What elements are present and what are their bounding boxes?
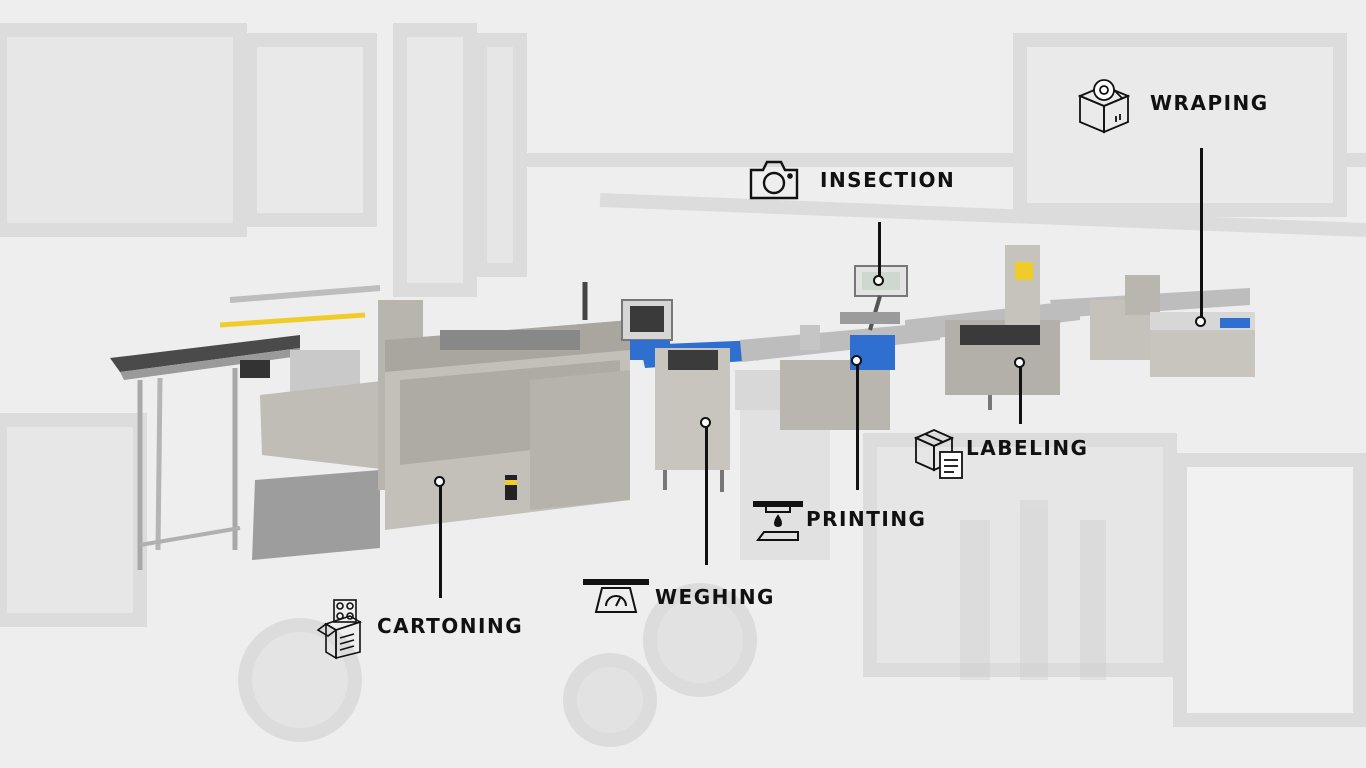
- labeled-boxes-icon: [913, 429, 963, 479]
- labeling-label: LABELING: [966, 436, 1089, 460]
- wrapped-box-icon: [1077, 79, 1131, 134]
- printing-leader-line: [856, 360, 859, 490]
- camera-icon: [749, 160, 799, 200]
- cartoning-leader-line: [439, 481, 442, 598]
- weighing-label: WEGHING: [655, 585, 775, 609]
- wrapping-marker: [1195, 316, 1206, 327]
- cartoning-machine: [252, 282, 673, 560]
- infeed-conveyor: [110, 285, 381, 570]
- inspection-label: INSECTION: [820, 168, 956, 192]
- inspection-station: [840, 265, 908, 331]
- labeling-machine: [905, 245, 1080, 410]
- scale-icon: [583, 579, 649, 613]
- weighing-leader-line: [705, 422, 708, 565]
- cartoning-marker: [434, 476, 445, 487]
- printer-drop-icon: [753, 501, 803, 541]
- wrapping-label: WRAPING: [1150, 91, 1269, 115]
- wrapping-machine: [1050, 275, 1255, 377]
- inspection-leader-line: [878, 222, 881, 280]
- printing-marker: [851, 355, 862, 366]
- carton-box-icon: [316, 599, 362, 660]
- inspection-marker: [873, 275, 884, 286]
- weighing-marker: [700, 417, 711, 428]
- cartoning-label: CARTONING: [377, 614, 524, 638]
- labeling-marker: [1014, 357, 1025, 368]
- printing-label: PRINTING: [806, 507, 927, 531]
- labeling-leader-line: [1019, 367, 1022, 424]
- wrapping-leader-line: [1200, 148, 1203, 320]
- weighing-machine: [640, 340, 785, 492]
- printing-machine: [740, 322, 940, 430]
